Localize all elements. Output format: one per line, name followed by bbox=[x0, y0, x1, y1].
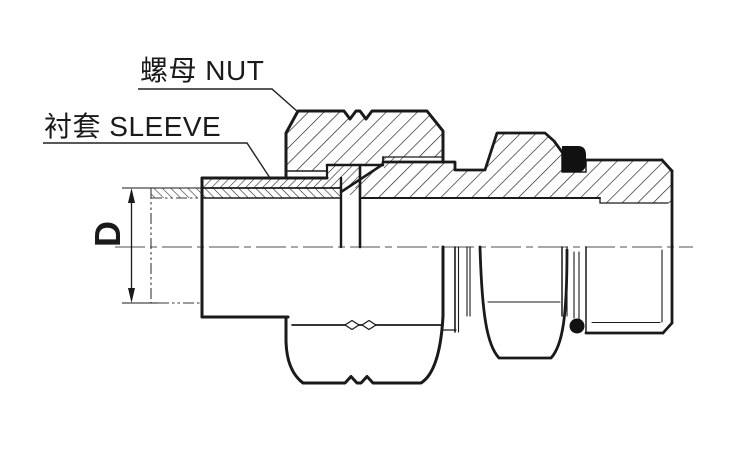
arrow-up bbox=[128, 188, 135, 203]
sleeve-collar-hatch bbox=[327, 165, 360, 188]
nut-section bbox=[284, 109, 445, 180]
nut-external bbox=[284, 245, 471, 385]
nut-hatch bbox=[286, 111, 443, 171]
callouts: 螺母 NUT 衬套 SLEEVE bbox=[43, 55, 299, 179]
hex-silhouette-bottom bbox=[478, 245, 569, 360]
nut-outline-top bbox=[284, 109, 445, 180]
hex-facet-diamond bbox=[344, 319, 360, 331]
o-ring-seal-bottom bbox=[569, 318, 585, 334]
body-hatch bbox=[341, 133, 672, 203]
tube-phantom bbox=[122, 187, 341, 304]
body-external bbox=[478, 245, 674, 360]
sleeve-leader-line bbox=[43, 142, 271, 179]
hex-facet-diamond bbox=[361, 319, 377, 331]
body-outline-top bbox=[381, 131, 564, 172]
nut-silhouette-bottom bbox=[284, 245, 445, 385]
dimension-d: D bbox=[87, 188, 135, 303]
o-ring-seal-top bbox=[562, 146, 586, 172]
arrow-down bbox=[128, 288, 135, 303]
sleeve-section-hatch bbox=[202, 178, 327, 188]
body-section bbox=[339, 131, 674, 325]
dimension-label: D bbox=[87, 221, 128, 247]
thread-runout-wedge bbox=[384, 157, 406, 171]
body-cone-edge bbox=[339, 163, 384, 194]
sleeve-label: 衬套 SLEEVE bbox=[44, 111, 221, 142]
nut-label: 螺母 NUT bbox=[140, 55, 264, 86]
nut-leader-line bbox=[138, 88, 299, 113]
tube-wall-hatch bbox=[151, 188, 341, 198]
